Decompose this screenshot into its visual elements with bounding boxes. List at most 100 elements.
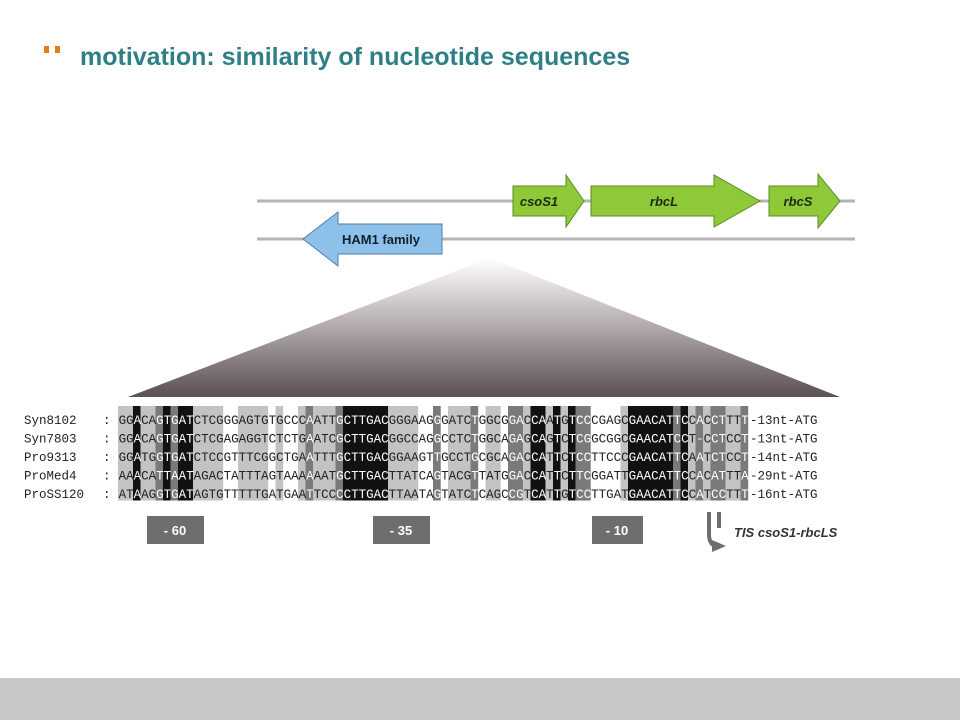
conservation-column	[125, 406, 134, 501]
conservation-column	[643, 406, 651, 501]
conservation-column	[350, 406, 359, 501]
conservation-column	[733, 406, 741, 501]
promoter-box-35: - 35	[373, 516, 430, 544]
conservation-column	[358, 406, 366, 501]
promoter-box-10: - 10	[592, 516, 643, 544]
conservation-column	[695, 406, 704, 501]
conservation-column	[335, 406, 344, 501]
conservation-column	[403, 406, 411, 501]
conservation-column	[395, 406, 404, 501]
promoter-box-10-label: - 10	[606, 523, 628, 538]
sequence-separator: :	[103, 451, 111, 465]
conservation-column	[628, 406, 636, 501]
conservation-column	[208, 406, 216, 501]
sequence-name: ProSS120	[24, 488, 84, 502]
conservation-column	[560, 406, 569, 501]
conservation-column	[305, 406, 314, 501]
promoter-box-60-label: - 60	[164, 523, 186, 538]
conservation-column	[583, 406, 591, 501]
conservation-column	[680, 406, 689, 501]
sequence-residues: GGACAGTGATCTCGGGAGTGTGCCCAATTGCTTGACGGGA…	[119, 414, 750, 428]
conservation-column	[193, 406, 201, 501]
conservation-column	[140, 406, 149, 501]
conservation-column	[163, 406, 171, 501]
alignment-row: ProSS120:ATAAGGTGATAGTGTTTTTGATGAATTCCCC…	[24, 488, 818, 502]
conservation-column	[448, 406, 456, 501]
gene-rbcl-arrow	[590, 174, 762, 228]
conservation-column	[170, 406, 179, 501]
sequence-name: Syn7803	[24, 433, 77, 447]
operon-alignment-figure: csoS1 rbcL rbcS HAM1 family Syn8102: GGAC…	[24, 172, 855, 552]
sequence-suffix: -13nt-ATG	[750, 414, 818, 428]
tis-arrowhead-icon	[712, 540, 726, 552]
promoter-box-35-label: - 35	[390, 523, 412, 538]
conservation-column	[313, 406, 321, 501]
alignment-row: Pro9313: GGATGGTGATCTCCGTTTCGGCTGAATTTGCT…	[24, 451, 818, 465]
sequence-suffix: -14nt-ATG	[750, 451, 818, 465]
sequence-separator: :	[103, 470, 111, 484]
gene-ham1-arrow	[302, 210, 443, 268]
conservation-column	[703, 406, 711, 501]
conservation-column	[620, 406, 629, 501]
conservation-column	[260, 406, 269, 501]
conservation-column	[568, 406, 576, 501]
conservation-column	[275, 406, 284, 501]
gene-rbcs: rbcS	[768, 172, 841, 230]
conservation-column	[463, 406, 471, 501]
promoter-box-10-rect	[592, 516, 643, 544]
gene-csos1-arrow	[512, 173, 585, 229]
sequence-name: Pro9313	[24, 451, 77, 465]
conservation-column	[538, 406, 546, 501]
conservation-column	[253, 406, 261, 501]
conservation-column	[470, 406, 479, 501]
conservation-column	[298, 406, 306, 501]
conservation-column	[523, 406, 531, 501]
sequence-suffix: -13nt-ATG	[750, 433, 818, 447]
conservation-column	[185, 406, 194, 501]
conservation-column	[410, 406, 419, 501]
sequence-separator: :	[103, 433, 111, 447]
gene-rbcl: rbcL	[590, 174, 762, 228]
conservation-column	[380, 406, 389, 501]
conservation-column	[238, 406, 246, 501]
conservation-column	[665, 406, 674, 501]
tis-label: TIS csoS1-rbcLS	[734, 525, 838, 540]
conservation-column	[433, 406, 441, 501]
conservation-column	[485, 406, 494, 501]
sequence-alignment: Syn8102: GGACAGTGATCTCGGGAGTGTGCCCAATTGCT…	[24, 414, 818, 502]
conservation-column	[553, 406, 561, 501]
conservation-column	[373, 406, 381, 501]
conservation-column	[530, 406, 539, 501]
gene-rbcl-label: rbcL	[650, 194, 678, 209]
conservation-column	[710, 406, 719, 501]
conservation-column	[200, 406, 209, 501]
sequence-suffix: -16nt-ATG	[750, 488, 818, 502]
gene-csos1-label: csoS1	[520, 194, 558, 209]
conservation-column	[575, 406, 584, 501]
gene-ham1-label: HAM1 family	[342, 232, 421, 247]
gene-ham1: HAM1 family	[302, 210, 443, 268]
conservation-column	[740, 406, 749, 501]
conservation-column	[388, 406, 396, 501]
conservation-column	[515, 406, 524, 501]
promoter-box-60-rect	[147, 516, 204, 544]
conservation-column	[178, 406, 186, 501]
conservation-column	[718, 406, 726, 501]
gene-rbcs-arrow	[768, 172, 841, 230]
sequence-residues: AAACATTAATAGACTATTTAGTAAAAAATGCTTGACTTAT…	[119, 470, 750, 484]
sequence-residues: GGATGGTGATCTCCGTTTCGGCTGAATTTGCTTGACGGAA…	[119, 451, 750, 465]
gene-csos1: csoS1	[512, 173, 585, 229]
conservation-column	[328, 406, 336, 501]
footer-bar	[0, 678, 960, 720]
alignment-row: Syn7803: GGACAGTGATCTCGAGAGGTCTCTGAATCGCT…	[24, 433, 818, 447]
sequence-name: ProMed4	[24, 470, 77, 484]
sequence-residues: GGACAGTGATCTCGAGAGGTCTCTGAATCGCTTGACGGCC…	[119, 433, 750, 447]
conservation-column	[635, 406, 644, 501]
sequence-suffix: -29nt-ATG	[750, 470, 818, 484]
alignment-row: ProMed4: AAACATTAATAGACTATTTAGTAAAAAATGCT…	[24, 470, 818, 484]
conservation-column	[215, 406, 224, 501]
sequence-name: Syn8102	[24, 414, 77, 428]
conservation-column	[508, 406, 516, 501]
sequence-residues: ATAAGGTGATAGTGTTTTTGATGAATTCCCCTTGACTTAA…	[119, 488, 750, 502]
gene-rbcs-label: rbcS	[784, 194, 813, 209]
